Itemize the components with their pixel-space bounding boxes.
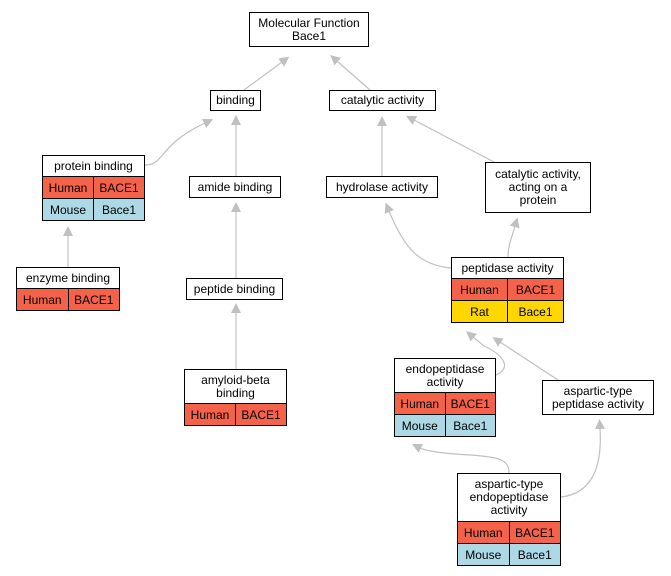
species-cell: Human [460, 282, 499, 297]
node-amide-binding[interactable]: amide binding [189, 176, 281, 198]
species-cell: Human [22, 292, 62, 307]
species-cell: Human [190, 407, 230, 422]
gene-cell: BACE1 [507, 279, 563, 300]
annotation-row: Human BACE1 [185, 403, 286, 425]
node-label: protein binding [54, 158, 133, 173]
annotation-row: Human BACE1 [43, 176, 144, 198]
species-cell: Mouse [49, 202, 87, 217]
edge-endopeptidase_activity-to-peptidase_activity [466, 331, 506, 376]
node-label: catalytic activity [340, 93, 425, 107]
gene-cell: BACE1 [93, 177, 144, 198]
node-label: peptide binding [193, 281, 276, 296]
node-label: amide binding [197, 179, 273, 194]
gene-cell: BACE1 [235, 404, 286, 425]
species-cell: Mouse [465, 547, 502, 562]
species-cell: Rat [470, 304, 489, 319]
edge-aspartic_peptidase-to-peptidase_activity [492, 337, 559, 381]
species-cell: Mouse [401, 418, 438, 433]
edge-peptidase_activity-to-catalytic_on_protein [507, 217, 520, 258]
node-hydrolase-activity[interactable]: hydrolase activity [326, 176, 438, 198]
annotation-row: Mouse Bace1 [395, 414, 495, 436]
gene-cell: BACE1 [67, 289, 120, 310]
node-label: peptidase activity [461, 260, 554, 275]
gene-cell: Bace1 [444, 415, 496, 436]
annotation-row: Human BACE1 [17, 288, 119, 310]
annotation-row: Human BACE1 [452, 278, 563, 300]
gene-cell: BACE1 [508, 522, 561, 543]
annotation-row: Rat Bace1 [452, 300, 563, 322]
species-cell: Human [463, 525, 503, 540]
node-label: binding [216, 93, 255, 107]
gene-cell: Bace1 [508, 544, 561, 565]
node-label: enzyme binding [25, 270, 111, 285]
edge-catalytic_activity-to-molecular_function [330, 55, 371, 91]
annotation-row: Human BACE1 [458, 521, 560, 543]
species-cell: Human [48, 180, 88, 195]
edge-protein_binding-to-binding [144, 118, 214, 166]
node-peptide-binding[interactable]: peptide binding [186, 278, 283, 300]
gene-cell: BACE1 [444, 393, 496, 414]
annotation-row: Mouse Bace1 [43, 198, 144, 220]
node-binding[interactable]: binding [210, 90, 261, 111]
annotation-row: Human BACE1 [395, 392, 495, 414]
gene-cell: Bace1 [507, 301, 563, 322]
gene-cell: Bace1 [93, 199, 144, 220]
edge-catalytic_on_protein-to-catalytic_activity [406, 115, 495, 163]
species-cell: Human [400, 396, 440, 411]
edge-aspartic_endopeptidase-to-endopeptidase_activity [411, 443, 510, 474]
edge-aspartic_endopeptidase-to-aspartic_peptidase [560, 419, 606, 498]
edge-binding-to-molecular_function [243, 56, 290, 91]
annotation-row: Mouse Bace1 [458, 543, 560, 565]
node-catalytic-activity[interactable]: catalytic activity [329, 90, 436, 111]
edge-peptidase_activity-to-hydrolase_activity [384, 202, 452, 269]
node-label: hydrolase activity [335, 179, 429, 194]
